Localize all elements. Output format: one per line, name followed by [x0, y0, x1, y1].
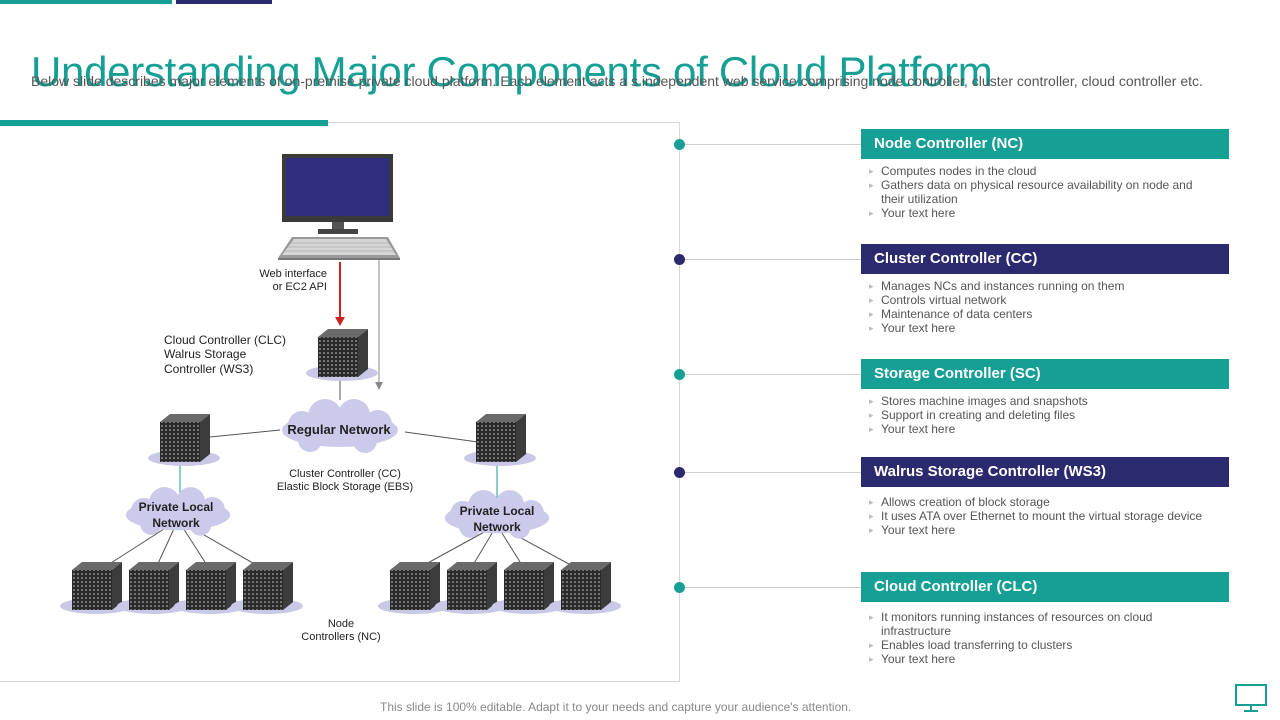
monitor-icon	[1235, 684, 1267, 712]
clc-label-3: Controller (WS3)	[164, 362, 253, 376]
nc-server-icon	[549, 562, 621, 614]
bullet-item: Your text here	[869, 321, 1209, 335]
bullet-item: Manages NCs and instances running on the…	[869, 279, 1209, 293]
component-bullets-sc: Stores machine images and snapshots Supp…	[869, 394, 1209, 436]
bullet-item: Your text here	[869, 422, 1209, 436]
connector-line	[685, 472, 861, 473]
top-accent-teal	[0, 0, 172, 4]
diagram-top-border	[328, 122, 680, 123]
cc-server-right-icon	[464, 414, 536, 466]
bullet-item: Stores machine images and snapshots	[869, 394, 1209, 408]
node-label-1: Node	[328, 618, 354, 630]
private-network-right-label-2: Network	[473, 520, 521, 534]
bullet-item: Enables load transferring to clusters	[869, 638, 1209, 652]
web-interface-label-1: Web interface	[259, 268, 327, 280]
component-bullets-cc: Manages NCs and instances running on the…	[869, 279, 1209, 335]
title-underline	[0, 120, 328, 126]
component-bullets-clc: It monitors running instances of resourc…	[869, 610, 1209, 666]
diagram-right-border	[679, 122, 680, 682]
clc-label-1: Cloud Controller (CLC)	[164, 333, 286, 347]
cloud-architecture-diagram: Web interface or EC2 API Cloud Controlle…	[60, 154, 621, 643]
timeline-dot	[674, 369, 685, 380]
timeline-dot	[674, 254, 685, 265]
nc-server-icon	[231, 562, 303, 614]
clc-label-2: Walrus Storage	[164, 347, 247, 361]
diagram-bottom-border	[0, 681, 680, 682]
connector-line	[685, 587, 861, 588]
connector-line	[685, 374, 861, 375]
clc-server-icon	[306, 329, 378, 381]
bullet-item: Allows creation of block storage	[869, 495, 1209, 509]
web-interface-label-2: or EC2 API	[273, 281, 327, 293]
footer-text: This slide is 100% editable. Adapt it to…	[380, 700, 852, 714]
computer-icon	[278, 154, 400, 260]
bullet-item: Your text here	[869, 523, 1209, 537]
page-title: Understanding Major Components of Cloud …	[31, 48, 993, 96]
component-bullets-nc: Computes nodes in the cloud Gathers data…	[869, 164, 1209, 220]
bullet-item: It uses ATA over Ethernet to mount the v…	[869, 509, 1209, 523]
bullet-item: It monitors running instances of resourc…	[869, 610, 1209, 638]
private-network-left-label-1: Private Local	[139, 500, 214, 514]
private-network-left-label-2: Network	[152, 516, 200, 530]
private-network-right-label-1: Private Local	[460, 504, 535, 518]
bullet-item: Controls virtual network	[869, 293, 1209, 307]
bullet-item: Your text here	[869, 652, 1209, 666]
component-header-cc: Cluster Controller (CC)	[861, 244, 1229, 274]
bullet-item: Gathers data on physical resource availa…	[869, 178, 1209, 206]
component-header-nc: Node Controller (NC)	[861, 129, 1229, 159]
page-subtitle: Below slide describes major elements of …	[31, 73, 1203, 89]
timeline-dot	[674, 467, 685, 478]
bullet-item: Computes nodes in the cloud	[869, 164, 1209, 178]
component-header-ws3: Walrus Storage Controller (WS3)	[861, 457, 1229, 487]
timeline-dot	[674, 582, 685, 593]
component-header-sc: Storage Controller (SC)	[861, 359, 1229, 389]
timeline-dot	[674, 139, 685, 150]
connector-line	[685, 144, 861, 145]
bullet-item: Maintenance of data centers	[869, 307, 1209, 321]
cc-label-1: Cluster Controller (CC)	[289, 468, 401, 480]
cc-server-left-icon	[148, 414, 220, 466]
connector-line	[685, 259, 861, 260]
regular-network-label: Regular Network	[287, 422, 391, 437]
cc-label-2: Elastic Block Storage (EBS)	[277, 481, 413, 493]
component-header-clc: Cloud Controller (CLC)	[861, 572, 1229, 602]
top-accent-navy	[176, 0, 272, 4]
bullet-item: Support in creating and deleting files	[869, 408, 1209, 422]
bullet-item: Your text here	[869, 206, 1209, 220]
node-label-2: Controllers (NC)	[301, 631, 380, 643]
component-bullets-ws3: Allows creation of block storage It uses…	[869, 495, 1209, 537]
